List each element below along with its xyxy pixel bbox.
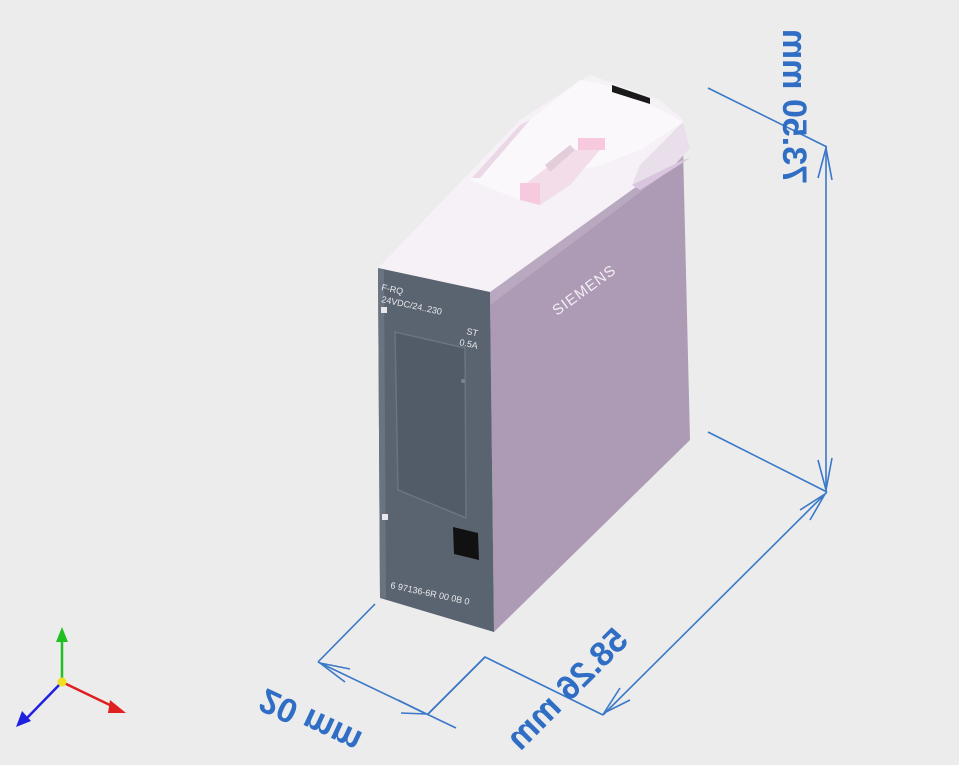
axis-origin [57, 677, 67, 687]
status-led-top [381, 307, 387, 313]
dimension-height[interactable]: 73.50 mm [707, 29, 833, 493]
status-led-bottom [382, 514, 388, 520]
height-arrow-top [817, 147, 833, 181]
axis-y-arrow [56, 627, 68, 642]
module-top-ridge [632, 122, 690, 185]
height-arrow-bottom [817, 457, 833, 491]
latch-tab [520, 183, 540, 205]
latch-groove [545, 145, 575, 172]
front-window [394, 331, 467, 520]
width-arrow-right [397, 699, 427, 715]
panel-screw [461, 379, 465, 383]
width-label: 20 mm [254, 680, 368, 760]
label-current: 0.5A [459, 337, 479, 351]
height-extension-bottom [707, 431, 828, 493]
height-extension-top [707, 87, 828, 148]
module-top-step [470, 80, 683, 200]
side-fin-right [632, 158, 690, 190]
axis-z-arrow [16, 711, 31, 727]
depth-arrow-right [799, 493, 826, 521]
axis-x-line [61, 680, 115, 709]
label-st: ST [466, 326, 480, 338]
latch-top-tab [578, 138, 605, 150]
side-fin-left [472, 120, 530, 178]
width-extension-left [317, 603, 376, 663]
marker-square [453, 527, 479, 560]
depth-arrow-left [601, 687, 631, 716]
label-line1: F-RQ [381, 282, 405, 296]
depth-label: 58.26 mm [499, 621, 635, 757]
axis-z-line [25, 681, 63, 720]
dimension-width[interactable]: 20 mm [254, 603, 486, 760]
height-label: 73.50 mm [775, 29, 813, 184]
width-arrow-left [319, 662, 351, 683]
depth-extension-right [602, 491, 828, 716]
io-module[interactable]: F-RQ 24VDC/24..230 ST 0.5A 6 97136-6R 00… [378, 75, 690, 632]
top-connector [612, 85, 650, 104]
axis-triad [16, 627, 126, 727]
width-dim-line [317, 661, 457, 729]
module-side-face [490, 148, 690, 632]
width-extension-right [426, 656, 486, 716]
axis-x-arrow [108, 700, 126, 713]
